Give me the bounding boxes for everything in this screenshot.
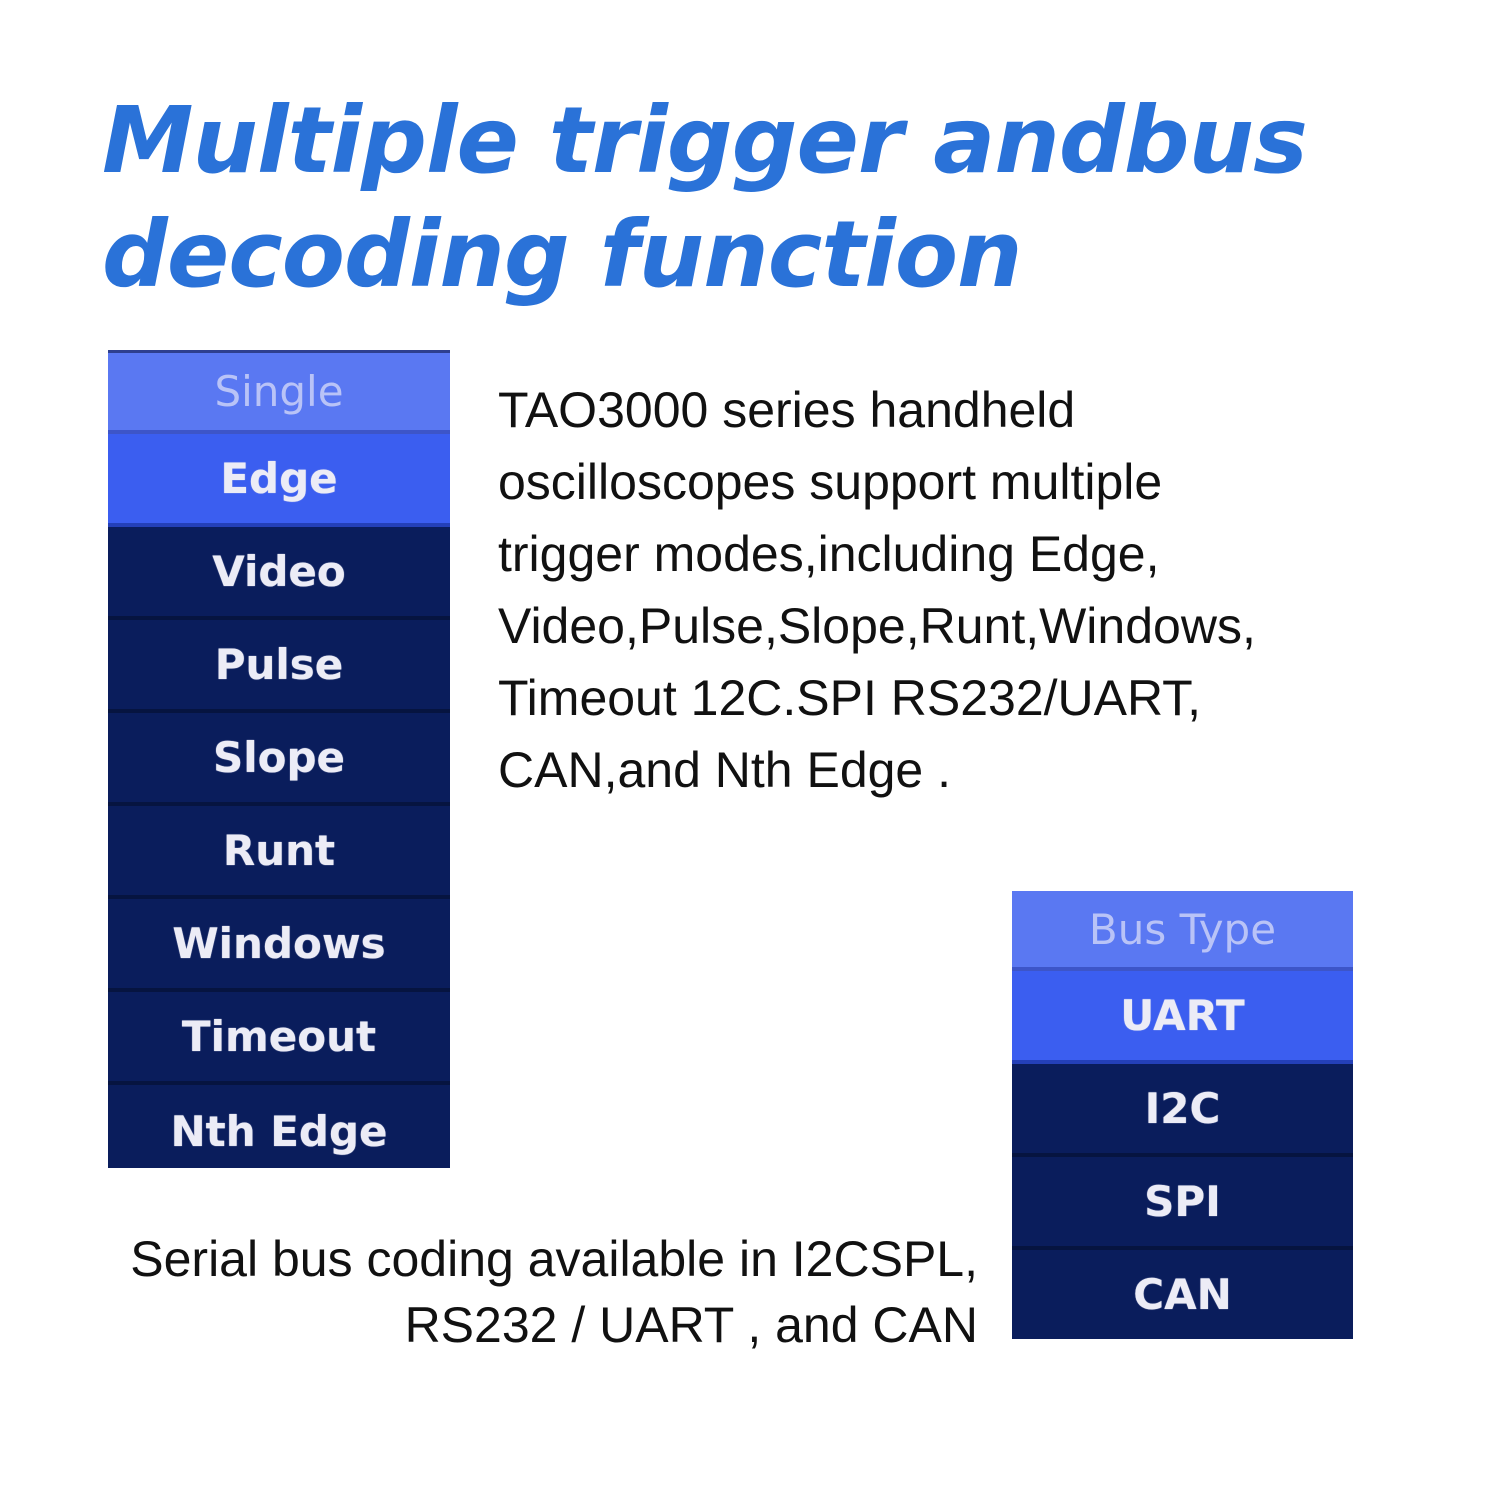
description-line-1: TAO3000 series handheld	[498, 382, 1076, 438]
trigger-menu-header: Single	[108, 350, 450, 434]
description-line-6: CAN,and Nth Edge .	[498, 742, 952, 798]
caption-line-1: Serial bus coding available in I2CSPL,	[130, 1231, 978, 1287]
menu-item-video[interactable]: Video	[108, 527, 450, 620]
trigger-mode-menu: Single Edge Video Pulse Slope Runt Windo…	[108, 350, 450, 1168]
bus-decoding-caption: Serial bus coding available in I2CSPL, R…	[18, 1226, 978, 1358]
feature-description: TAO3000 series handheld oscilloscopes su…	[498, 374, 1398, 806]
bus-item-can[interactable]: CAN	[1133, 1270, 1232, 1319]
page-title-line-2: decoding function	[102, 201, 1023, 308]
bus-menu-header: Bus Type	[1012, 891, 1353, 971]
page-title-line-1: Multiple trigger andbus	[102, 87, 1308, 194]
menu-item-edge[interactable]: Edge	[108, 434, 450, 527]
page-title: Multiple trigger andbus decoding functio…	[102, 84, 1432, 312]
menu-item-timeout[interactable]: Timeout	[108, 992, 450, 1085]
menu-item-nth-edge[interactable]: Nth Edge	[170, 1107, 388, 1156]
bus-item-spi[interactable]: SPI	[1012, 1157, 1353, 1250]
description-line-2: oscilloscopes support multiple	[498, 454, 1163, 510]
bus-item-uart[interactable]: UART	[1012, 971, 1353, 1064]
description-line-5: Timeout 12C.SPI RS232/UART,	[498, 670, 1202, 726]
description-line-4: Video,Pulse,Slope,Runt,Windows,	[498, 598, 1256, 654]
menu-item-pulse[interactable]: Pulse	[108, 620, 450, 713]
menu-item-runt[interactable]: Runt	[108, 806, 450, 899]
menu-item-slope[interactable]: Slope	[108, 713, 450, 806]
menu-item-windows[interactable]: Windows	[108, 899, 450, 992]
caption-line-2: RS232 / UART , and CAN	[404, 1297, 978, 1353]
bus-item-i2c[interactable]: I2C	[1012, 1064, 1353, 1157]
bus-type-menu: Bus Type UART I2C SPI CAN	[1012, 891, 1353, 1339]
description-line-3: trigger modes,including Edge,	[498, 526, 1160, 582]
